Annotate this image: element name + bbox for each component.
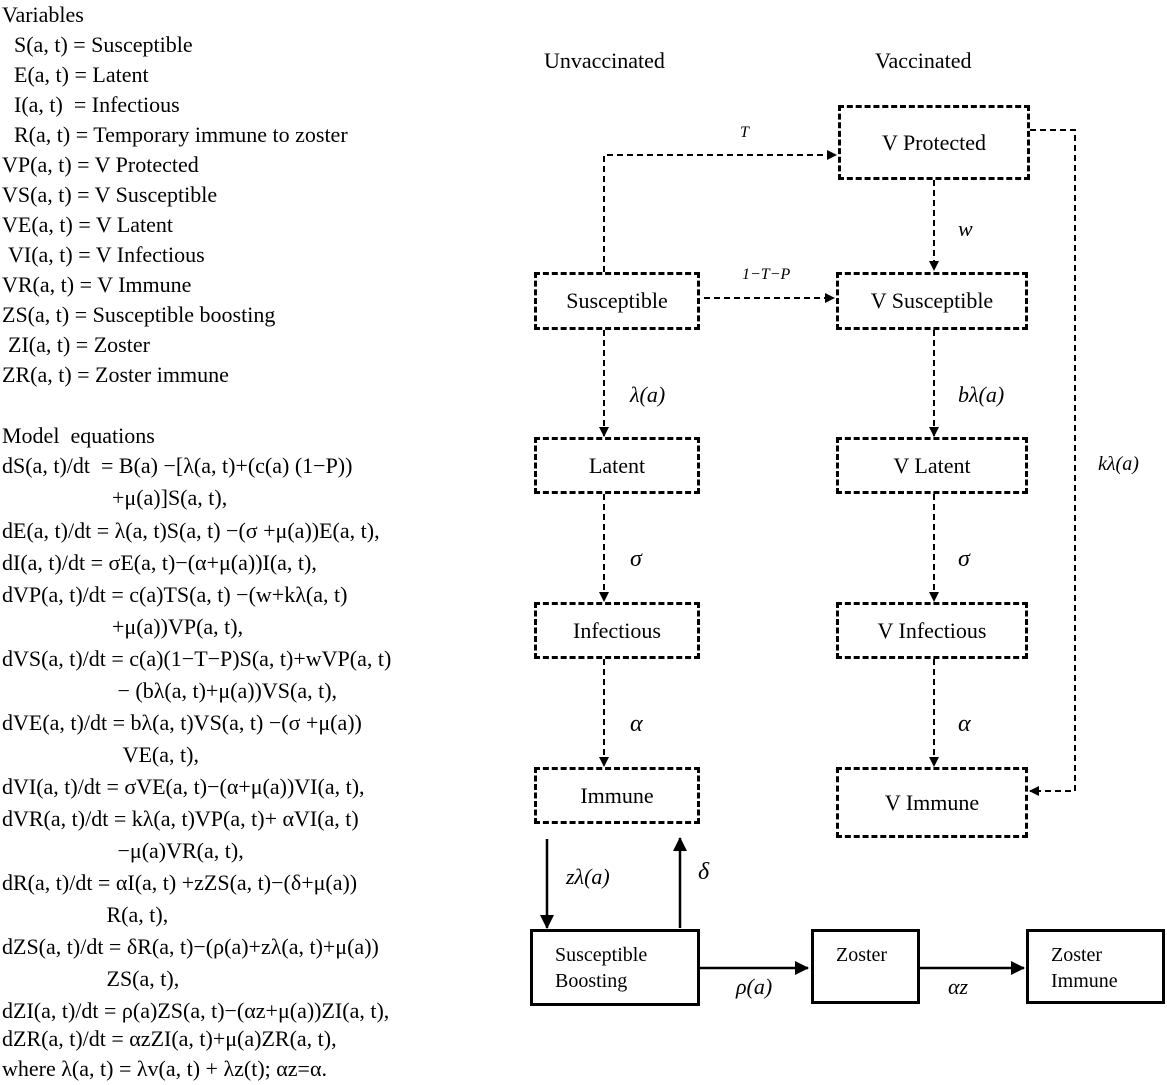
- rate-b-lambda: bλ(a): [958, 382, 1005, 407]
- box-label: Zoster: [836, 944, 888, 966]
- variable-line: I(a, t) = Infectious: [14, 92, 180, 117]
- box-label-line: Boosting: [555, 970, 628, 992]
- box-susceptible-boosting: Susceptible Boosting: [530, 929, 700, 1006]
- equation-line: dZS(a, t)/dt = δR(a, t)−(ρ(a)+zλ(a, t)+μ…: [2, 934, 379, 959]
- box-zoster-immune: Zoster Immune: [1026, 929, 1165, 1004]
- box-latent: Latent: [534, 437, 700, 494]
- rate-alpha-z: αz: [948, 974, 969, 999]
- rate-sigma-left: σ: [630, 546, 642, 572]
- equation-line: dR(a, t)/dt = αI(a, t) +zZS(a, t)−(δ+μ(a…: [2, 870, 358, 895]
- equation-line: dE(a, t)/dt = λ(a, t)S(a, t) −(σ +μ(a))E…: [2, 518, 380, 543]
- equation-line: −μ(a)VR(a, t),: [2, 838, 244, 863]
- equation-line: where λ(a, t) = λv(a, t) + λz(t); αz=α.: [2, 1056, 327, 1081]
- box-immune: Immune: [534, 767, 700, 824]
- equation-line: dZI(a, t)/dt = ρ(a)ZS(a, t)−(αz+μ(a))ZI(…: [2, 998, 390, 1023]
- box-label-line: Zoster: [1051, 944, 1103, 966]
- box-label: V Susceptible: [870, 288, 994, 313]
- rate-lambda: λ(a): [630, 382, 666, 407]
- equation-line: +μ(a)]S(a, t),: [2, 485, 228, 510]
- box-susceptible: Susceptible: [534, 272, 700, 330]
- box-label: Latent: [588, 452, 646, 478]
- rate-alpha-left: α: [630, 711, 643, 737]
- box-label: V Latent: [893, 452, 971, 478]
- box-label-line: Susceptible: [555, 944, 648, 966]
- variable-line: VE(a, t) = V Latent: [2, 212, 174, 237]
- equation-line: dI(a, t)/dt = σE(a, t)−(α+μ(a))I(a, t),: [2, 550, 317, 575]
- vaccinated-header: Vaccinated: [875, 48, 972, 73]
- equation-line: dS(a, t)/dt = B(a) −[λ(a, t)+(c(a) (1−P)…: [2, 453, 353, 478]
- box-label: Immune: [580, 782, 654, 808]
- rate-delta: δ: [698, 859, 710, 885]
- variable-line: VI(a, t) = V Infectious: [8, 242, 205, 267]
- equation-line: − (bλ(a, t)+μ(a))VS(a, t),: [2, 678, 338, 703]
- box-infectious: Infectious: [534, 602, 700, 659]
- box-v-latent: V Latent: [836, 437, 1028, 494]
- box-label-line: Immune: [1051, 970, 1118, 992]
- box-label: V Infectious: [877, 617, 987, 643]
- box-v-immune: V Immune: [836, 767, 1028, 838]
- variable-line: E(a, t) = Latent: [14, 62, 149, 87]
- arrow-vp-to-vr: [1029, 129, 1076, 796]
- box-v-infectious: V Infectious: [836, 602, 1028, 659]
- equation-line: dZR(a, t)/dt = αzZI(a, t)+μ(a)ZR(a, t),: [2, 1026, 337, 1051]
- equation-line: ZS(a, t),: [2, 966, 180, 991]
- box-v-protected: V Protected: [838, 105, 1030, 180]
- equation-line: dVE(a, t)/dt = bλ(a, t)VS(a, t) −(σ +μ(a…: [2, 710, 362, 735]
- box-v-susceptible: V Susceptible: [836, 272, 1028, 330]
- equation-line: R(a, t),: [2, 902, 169, 927]
- equation-line: VE(a, t),: [2, 742, 199, 767]
- variable-line: ZS(a, t) = Susceptible boosting: [2, 302, 276, 327]
- rate-T: T: [740, 124, 749, 141]
- variable-line: S(a, t) = Susceptible: [14, 32, 193, 57]
- variable-line: R(a, t) = Temporary immune to zoster: [14, 122, 348, 147]
- variables-heading: Variables: [2, 2, 84, 27]
- box-label: Susceptible Boosting: [555, 942, 647, 994]
- equation-line: +μ(a))VP(a, t),: [2, 614, 244, 639]
- rate-rho: ρ(a): [736, 974, 773, 999]
- variable-line: ZI(a, t) = Zoster: [8, 332, 150, 357]
- box-label: Susceptible: [566, 288, 668, 313]
- equations-heading: Model equations: [2, 423, 155, 448]
- box-label: Infectious: [573, 617, 661, 643]
- unvaccinated-header: Unvaccinated: [544, 48, 665, 73]
- rate-z-lambda: zλ(a): [566, 864, 610, 889]
- equation-line: dVR(a, t)/dt = kλ(a, t)VP(a, t)+ αVI(a, …: [2, 806, 359, 831]
- arrow-s-to-vp: [603, 150, 837, 272]
- box-label: V Immune: [884, 789, 980, 815]
- box-label: V Protected: [881, 129, 987, 155]
- rate-k-lambda: kλ(a): [1098, 453, 1139, 475]
- equation-line: dVI(a, t)/dt = σVE(a, t)−(α+μ(a))VI(a, t…: [2, 774, 365, 799]
- variable-line: ZR(a, t) = Zoster immune: [2, 362, 229, 387]
- rate-sigma-right: σ: [958, 546, 970, 572]
- variable-line: VR(a, t) = V Immune: [2, 272, 192, 297]
- rate-alpha-right: α: [958, 711, 971, 737]
- equation-line: dVS(a, t)/dt = c(a)(1−T−P)S(a, t)+wVP(a,…: [2, 646, 392, 671]
- equation-line: dVP(a, t)/dt = c(a)TS(a, t) −(w+kλ(a, t): [2, 582, 348, 607]
- variable-line: VS(a, t) = V Susceptible: [2, 182, 218, 207]
- box-zoster: Zoster: [811, 929, 920, 1004]
- variable-line: VP(a, t) = V Protected: [2, 152, 199, 177]
- rate-w: w: [958, 216, 973, 241]
- box-label: Zoster Immune: [1051, 942, 1118, 994]
- rate-1-T-P: 1−T−P: [742, 266, 791, 283]
